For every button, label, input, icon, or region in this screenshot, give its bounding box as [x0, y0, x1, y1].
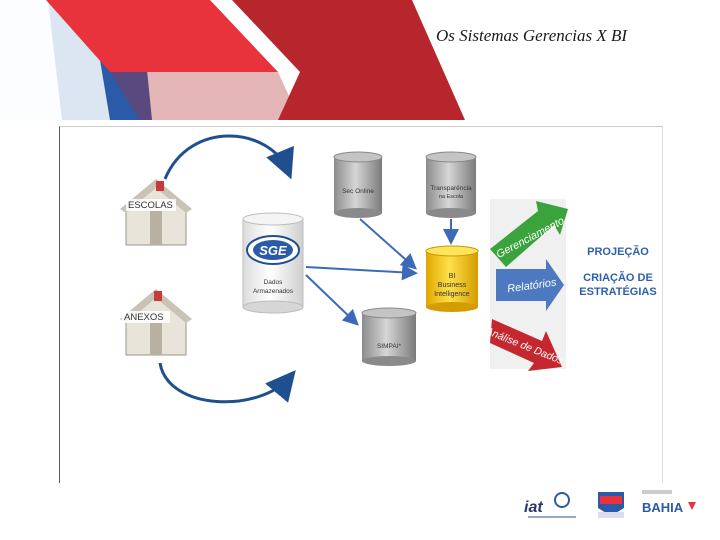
bi-label-line2: Business [438, 282, 467, 289]
bahia-logo: BAHIA [642, 490, 696, 515]
anexos-label: ANEXOS [124, 312, 164, 323]
simpai-label: SIMPAI* [377, 343, 402, 350]
criacao-text-line1: CRIAÇÃO DE [583, 271, 653, 284]
cycle-arrow-bottom [158, 362, 296, 404]
sec-online-database-icon [333, 151, 383, 218]
sge-logo: SGE [259, 243, 287, 258]
house-escolas-icon [120, 179, 192, 246]
bi-label-line3: Intelligence [434, 291, 470, 298]
house-anexos-icon [120, 289, 192, 356]
sge-label-line1: Dados [264, 279, 284, 286]
transparencia-database-icon [425, 151, 477, 218]
diagram-frame: ESCOLAS ANEXOS SGE Dados Armazenados Sec [59, 126, 663, 483]
sge-label-line2: Armazenados [253, 288, 294, 295]
relatorios-arrow [496, 259, 564, 311]
svg-text:iat: iat [524, 499, 543, 516]
transparencia-label-line2: na Escola [439, 194, 464, 200]
simpai-database-icon [361, 307, 417, 366]
transparencia-label-line1: Transparência [430, 185, 472, 192]
sge-database-icon [242, 212, 304, 314]
education-logo [598, 492, 624, 518]
bi-database-icon [425, 245, 479, 312]
arrow-sge-to-bi [305, 264, 418, 281]
criacao-text-line2: ESTRATÉGIAS [579, 285, 656, 298]
page-title: Os Sistemas Gerencias X BI [436, 26, 628, 45]
projecao-text: PROJEÇÃO [587, 245, 649, 258]
analise-arrow [490, 319, 562, 371]
bi-flow-diagram: ESCOLAS ANEXOS SGE Dados Armazenados Sec [120, 134, 657, 404]
gerenciamento-arrow [490, 201, 568, 267]
arrow-sec-to-bi [359, 218, 417, 270]
iat-logo: iat [524, 492, 576, 518]
cycle-arrow-top [163, 134, 294, 180]
bi-label-line1: BI [449, 273, 456, 280]
escolas-label: ESCOLAS [128, 200, 173, 211]
sec-online-label: Sec Online [342, 188, 374, 195]
arrow-sge-to-simpai [305, 274, 359, 326]
header-banner [0, 0, 465, 120]
svg-text:BAHIA: BAHIA [642, 500, 684, 515]
footer-logos: iat BAHIA [524, 490, 696, 518]
